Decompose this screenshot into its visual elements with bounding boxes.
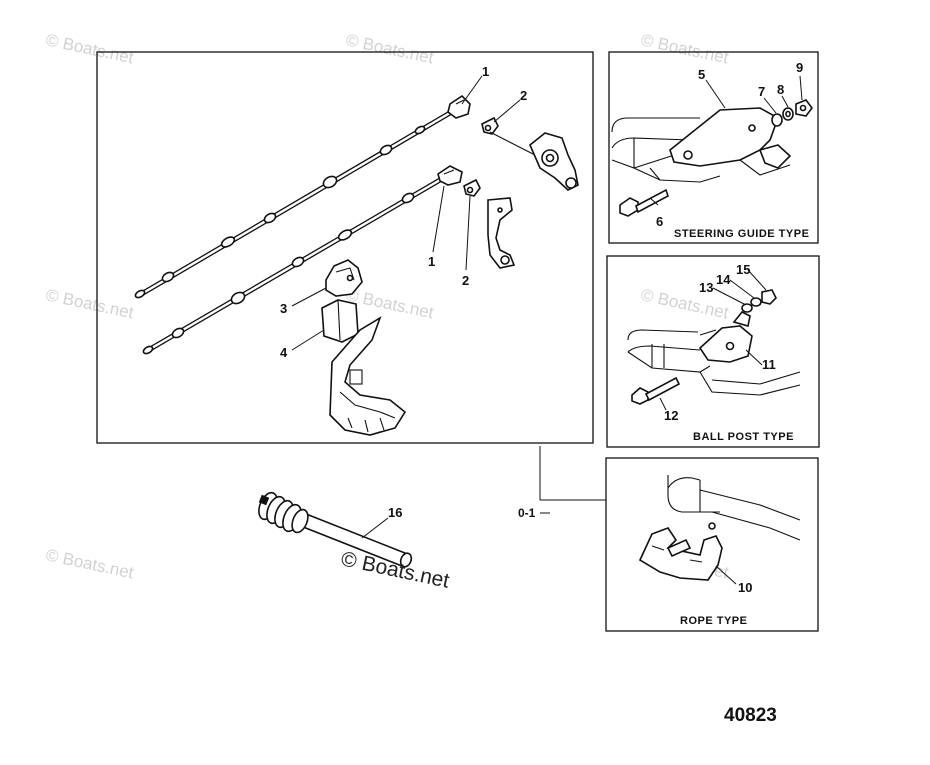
callout-4: 4 (280, 345, 288, 360)
callout-5: 5 (698, 67, 705, 82)
callout-10: 10 (738, 580, 752, 595)
figure-code: 40823 (724, 705, 777, 726)
callout-7: 7 (758, 84, 765, 99)
callout-15: 15 (736, 262, 750, 277)
callout-8: 8 (777, 82, 784, 97)
callout-2-lower: 2 (462, 273, 469, 288)
callout-1-upper: 1 (482, 64, 489, 79)
ball-post-drawing (627, 289, 801, 405)
callout-13: 13 (699, 280, 713, 295)
watermark-text: © Boats.net (639, 30, 730, 67)
rope-drawing (638, 475, 801, 581)
callout-11: 11 (762, 357, 776, 372)
steering-guide-leaders (649, 75, 803, 206)
bracket-part-2-lower (463, 178, 481, 197)
steering-arm-assembly (529, 132, 579, 191)
watermark-text: © Boats.net (344, 285, 435, 322)
watermark-text: © Boats.net (344, 30, 435, 67)
tube-part-16 (258, 491, 413, 568)
bracket-part-3 (325, 259, 363, 297)
watermark-text: © Boats.net (639, 285, 730, 322)
steering-guide-drawing (611, 99, 813, 217)
ball-post-leaders (659, 269, 767, 411)
cable-clip-part-1-lower (437, 165, 463, 186)
lower-steering-cable (142, 177, 442, 355)
ball-post-caption: BALL POST TYPE (693, 431, 794, 443)
steering-guide-caption: STEERING GUIDE TYPE (674, 228, 809, 240)
callout-12: 12 (664, 408, 678, 423)
cable-clip-part-1-upper (447, 94, 471, 119)
panel-connector (539, 446, 606, 514)
link-label: 0-1 (518, 506, 536, 520)
callout-2-upper: 2 (520, 88, 527, 103)
callout-1-lower: 1 (428, 254, 435, 269)
ball-post-panel-frame (606, 255, 820, 448)
callout-14: 14 (716, 272, 731, 287)
rope-caption: ROPE TYPE (680, 615, 747, 627)
block-part-4 (321, 299, 359, 343)
watermarks: © Boats.net © Boats.net © Boats.net © Bo… (44, 30, 730, 582)
link-arm (487, 197, 516, 269)
callout-9: 9 (796, 60, 803, 75)
engine-bracket (329, 316, 407, 436)
callout-16-leader (361, 517, 389, 539)
upper-steering-cable (134, 107, 457, 299)
main-panel-leaders (291, 75, 521, 351)
callout-16: 16 (388, 505, 402, 520)
watermark-text: © Boats.net (44, 545, 135, 582)
rope-panel-frame (605, 457, 819, 632)
watermark-text: © Boats.net (44, 30, 135, 67)
main-panel-frame (96, 51, 594, 444)
callout-3: 3 (280, 301, 287, 316)
watermark-text: © Boats.net (44, 285, 135, 322)
callout-6: 6 (656, 214, 663, 229)
steering-guide-panel-frame (608, 51, 819, 244)
callout-10-leader (715, 565, 737, 585)
